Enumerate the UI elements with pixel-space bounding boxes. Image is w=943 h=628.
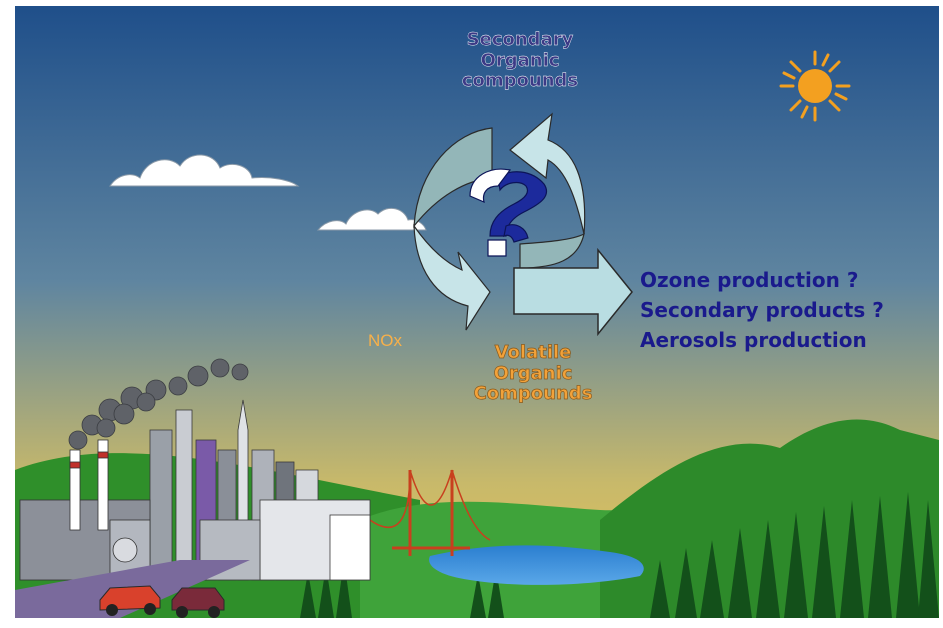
car-icon xyxy=(99,585,161,616)
cycle-arrow-bottom-left xyxy=(413,223,491,331)
car-icon xyxy=(171,587,225,618)
forest-icon xyxy=(300,492,939,618)
water xyxy=(429,545,644,585)
sun-icon xyxy=(779,50,851,122)
voc-line-2: Organic xyxy=(493,362,573,384)
bridge-icon xyxy=(369,469,491,556)
smoke-plumes xyxy=(68,358,249,450)
cloud-icon xyxy=(109,154,300,187)
city-skyline-icon xyxy=(149,399,371,581)
output-arrow xyxy=(513,247,633,337)
cycle-arrow-top-right xyxy=(509,112,586,235)
secondary-line-1: Secondary xyxy=(466,29,574,50)
outcome-secondary-products: Secondary products ? xyxy=(640,298,884,322)
secondary-line-2: Organic xyxy=(480,49,560,71)
outcomes-list: Ozone production ? Secondary products ? … xyxy=(640,268,884,358)
volatile-organic-compounds-label: Volatile Organic Compounds xyxy=(448,342,618,405)
cycle-arrows xyxy=(413,112,586,331)
question-mark-icon xyxy=(469,168,548,257)
outcome-aerosols: Aerosols production xyxy=(640,328,867,352)
nox-label: NOx xyxy=(368,331,402,350)
outcome-ozone: Ozone production ? xyxy=(640,268,859,292)
secondary-organic-compounds-label: Secondary Organic compounds xyxy=(430,29,610,92)
secondary-line-3: compounds xyxy=(461,70,579,92)
voc-line-3: Compounds xyxy=(473,383,593,405)
voc-line-1: Volatile xyxy=(494,342,572,363)
